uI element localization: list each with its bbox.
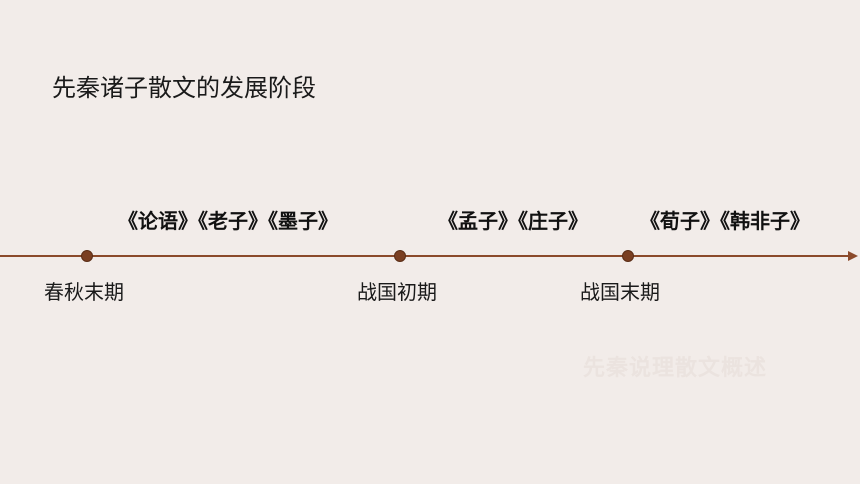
period-label-zhanguo-late: 战国末期: [580, 280, 660, 304]
slide-title: 先秦诸子散文的发展阶段: [52, 74, 316, 102]
timeline-dot-zhanguo-late: [622, 250, 634, 262]
timeline-dot-chunqiu: [81, 250, 93, 262]
timeline-arrow-icon: [848, 251, 858, 261]
watermark-text: 先秦说理散文概述: [583, 356, 768, 381]
timeline-line: [0, 255, 852, 257]
timeline-dot-zhanguo-early: [394, 250, 406, 262]
period-label-chunqiu: 春秋末期: [44, 280, 124, 304]
works-zhanguo-late: 《荀子》《韩非子》: [640, 209, 810, 233]
works-chunqiu: 《论语》《老子》《墨子》: [118, 209, 338, 233]
period-label-zhanguo-early: 战国初期: [357, 280, 437, 304]
works-zhanguo-early: 《孟子》《庄子》: [438, 209, 588, 233]
